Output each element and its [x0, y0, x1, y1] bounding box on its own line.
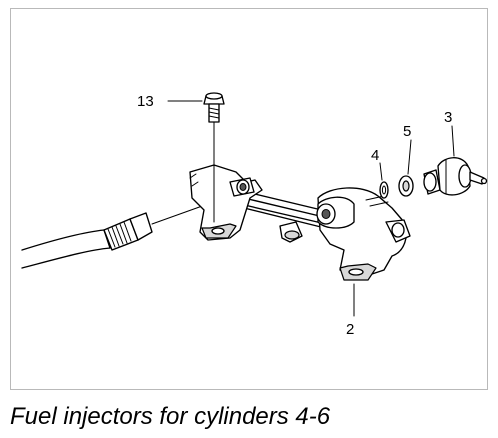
rail-mount: [279, 221, 303, 243]
hose-connector: [103, 212, 153, 251]
diagram-caption: Fuel injectors for cylinders 4-6: [10, 403, 331, 430]
callout-13: 13: [137, 93, 154, 110]
bracket-right: [316, 187, 411, 281]
leader-lines: [167, 100, 455, 317]
bolt: [203, 92, 225, 223]
callout-4: 4: [371, 147, 380, 164]
callout-5: 5: [403, 123, 412, 140]
pressure-regulator: [423, 157, 488, 196]
callout-2: 2: [346, 321, 355, 338]
bracket-left: [189, 164, 263, 241]
washer: [398, 175, 414, 197]
injector-seal: [379, 181, 389, 199]
fuel-hose: [21, 229, 111, 269]
callout-3: 3: [444, 109, 453, 126]
